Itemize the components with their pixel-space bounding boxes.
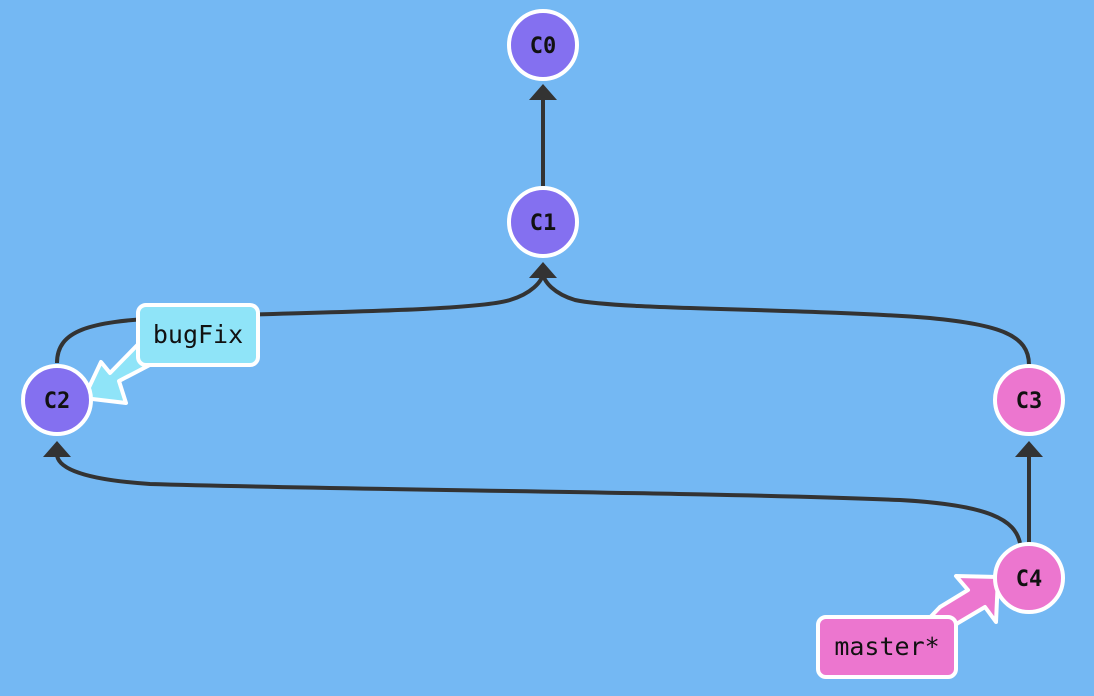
commit-c2[interactable]: C2 (21, 364, 93, 436)
commit-label: C2 (44, 389, 71, 414)
edge-arrowhead-c2 (43, 441, 71, 457)
edge-c2-c1 (55, 271, 545, 364)
edge-arrowhead-c0 (529, 84, 557, 100)
branch-master[interactable]: master* (816, 615, 958, 679)
branch-label: master* (834, 632, 939, 661)
edge-arrowhead-c3 (1015, 441, 1043, 457)
commit-c0[interactable]: C0 (507, 9, 579, 81)
commit-label: C4 (1016, 567, 1043, 592)
commit-label: C0 (530, 34, 557, 59)
edge-c3-c1 (541, 271, 1031, 366)
commit-label: C1 (530, 211, 557, 236)
commit-c4[interactable]: C4 (993, 542, 1065, 614)
commit-label: C3 (1016, 389, 1043, 414)
commit-c1[interactable]: C1 (507, 186, 579, 258)
edge-arrowhead-c1 (529, 262, 557, 278)
branch-label: bugFix (153, 320, 243, 349)
edge-c4-c2 (55, 453, 1022, 544)
branch-bugfix[interactable]: bugFix (136, 303, 260, 367)
commit-c3[interactable]: C3 (993, 364, 1065, 436)
